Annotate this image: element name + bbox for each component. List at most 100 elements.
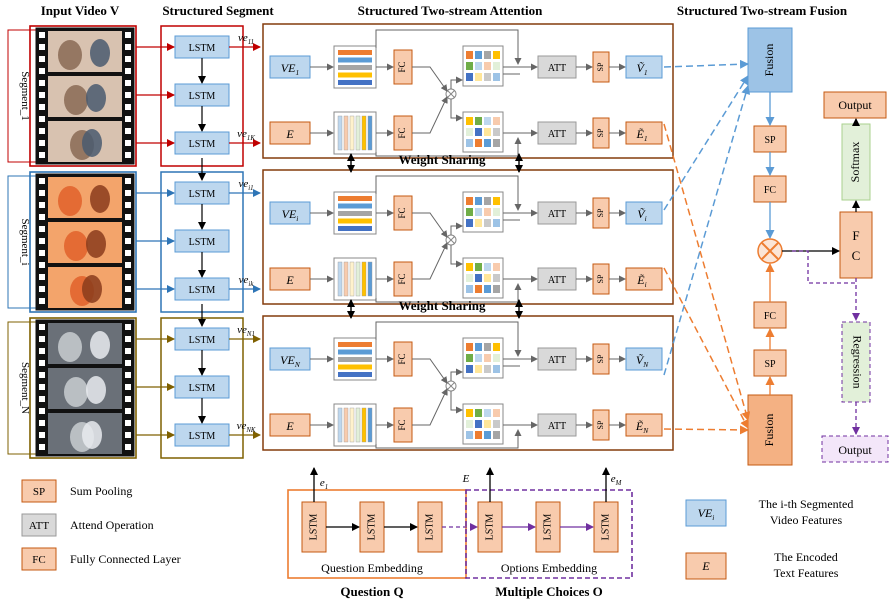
grid-cell	[475, 117, 482, 125]
film-hole	[39, 250, 45, 256]
grid-cell	[466, 409, 473, 417]
eM-label-sub: M	[615, 480, 622, 487]
frame-figure	[90, 39, 110, 67]
ve-bottom-label-sub: 1K	[247, 135, 255, 142]
final-fc-box	[839, 211, 873, 279]
grid-cell	[475, 197, 482, 205]
multiply-glyph	[447, 90, 455, 98]
skip-connection	[375, 29, 522, 65]
grid-cell	[484, 197, 491, 205]
lstm-label: LSTM	[189, 139, 216, 150]
film-hole	[39, 190, 45, 196]
frame-figure	[86, 84, 106, 112]
segment-label-1: Segment_i	[19, 218, 31, 265]
output-feature-label-video-sub: N	[642, 360, 649, 369]
grid-cell	[493, 431, 500, 439]
film-hole	[125, 444, 131, 450]
softmax-label: Softmax	[848, 142, 862, 183]
grid-cell	[493, 354, 500, 362]
output-feature-label-text-sub: i	[645, 280, 647, 289]
grid-cell	[466, 73, 473, 81]
video-feature-matrix	[333, 337, 377, 381]
lstm-label: LSTM	[189, 43, 216, 54]
legend-sp-box	[21, 479, 57, 503]
legend-fc-box	[21, 547, 57, 571]
film-hole	[125, 396, 131, 402]
fusion-sp-top	[753, 125, 787, 153]
stripe	[337, 407, 343, 443]
segment-group-0: Segment_1LSTMLSTMLSTMve11ve1KVE1EFCFCATT…	[7, 23, 674, 167]
grid-cell	[493, 73, 500, 81]
lstm-label: LSTM	[189, 383, 216, 394]
legend-sp-text: Sum Pooling	[70, 484, 132, 498]
grid-cell	[466, 263, 473, 271]
connector	[450, 391, 463, 414]
film-hole	[39, 140, 45, 146]
fusion-top-label: Fusion	[762, 44, 776, 77]
film-hole	[125, 92, 131, 98]
eM-label-main: e	[611, 473, 616, 485]
weight-sharing-1: Weight Sharing	[347, 298, 523, 319]
film-hole	[125, 324, 131, 330]
ve-top-label: veN1	[237, 324, 255, 338]
e-feature-label: E	[285, 419, 294, 433]
fc-label: FC	[397, 419, 407, 430]
ve-bottom-label: veNK	[237, 420, 256, 434]
e1-label: e1	[320, 477, 328, 491]
grid-cell	[484, 263, 491, 271]
film-hole	[39, 178, 45, 184]
text-to-fusion	[663, 267, 749, 429]
output-feature-video	[625, 201, 663, 225]
film-hole	[39, 286, 45, 292]
film-hole	[39, 420, 45, 426]
att-label: ATT	[548, 209, 566, 220]
grid-cell	[466, 51, 473, 59]
segment-label-2: Segment_N	[19, 362, 31, 414]
ve-bottom-label-main: ve	[237, 128, 247, 140]
film-hole	[125, 372, 131, 378]
film-hole	[39, 92, 45, 98]
output-feature-label-text-main: Ẽ	[635, 127, 644, 141]
film-hole	[39, 444, 45, 450]
sp-label: SP	[596, 354, 605, 363]
embedding-lstm-label: LSTM	[366, 514, 377, 541]
frame-figure	[64, 85, 88, 115]
grid-cell	[466, 420, 473, 428]
film-hole	[125, 202, 131, 208]
grid-cell	[493, 51, 500, 59]
grid-cell	[484, 62, 491, 70]
attention-frame	[262, 169, 674, 305]
grid-cell	[475, 343, 482, 351]
connector	[412, 242, 448, 280]
grid-cell	[466, 117, 473, 125]
output-feature-text	[625, 267, 663, 291]
grid-cell	[493, 117, 500, 125]
stripe	[349, 407, 355, 443]
grid-cell	[475, 431, 482, 439]
film-hole	[39, 32, 45, 38]
grid-cell	[466, 62, 473, 70]
output-feature-label-text-sub: N	[642, 426, 649, 435]
attention-grid-video	[462, 191, 504, 233]
skip-connection	[375, 321, 522, 357]
ve-top-label: ve11	[238, 32, 254, 46]
header-two-stream-attention: Structured Two-stream Attention	[358, 3, 543, 18]
ve-top-label-main: ve	[237, 324, 247, 336]
grid-cell	[475, 420, 482, 428]
grid-cell	[475, 51, 482, 59]
stripe	[338, 372, 372, 377]
e-feature-label: E	[285, 127, 294, 141]
regression-path	[792, 250, 860, 321]
lstm-label: LSTM	[189, 431, 216, 442]
stripe	[343, 407, 349, 443]
legend-ve-abbr-main: VE	[698, 506, 713, 520]
ve-top-label-main: ve	[238, 32, 248, 44]
segment-group-2: Segment_NLSTMLSTMLSTMveN1veNKVENEFCFCATT…	[7, 315, 674, 459]
skip-connection	[375, 429, 522, 449]
film-strip-1	[35, 173, 135, 311]
connector	[412, 388, 448, 426]
fc-label: FC	[397, 61, 407, 72]
film-strip-2	[35, 319, 135, 457]
legend-fc-abbr: FC	[32, 554, 45, 566]
